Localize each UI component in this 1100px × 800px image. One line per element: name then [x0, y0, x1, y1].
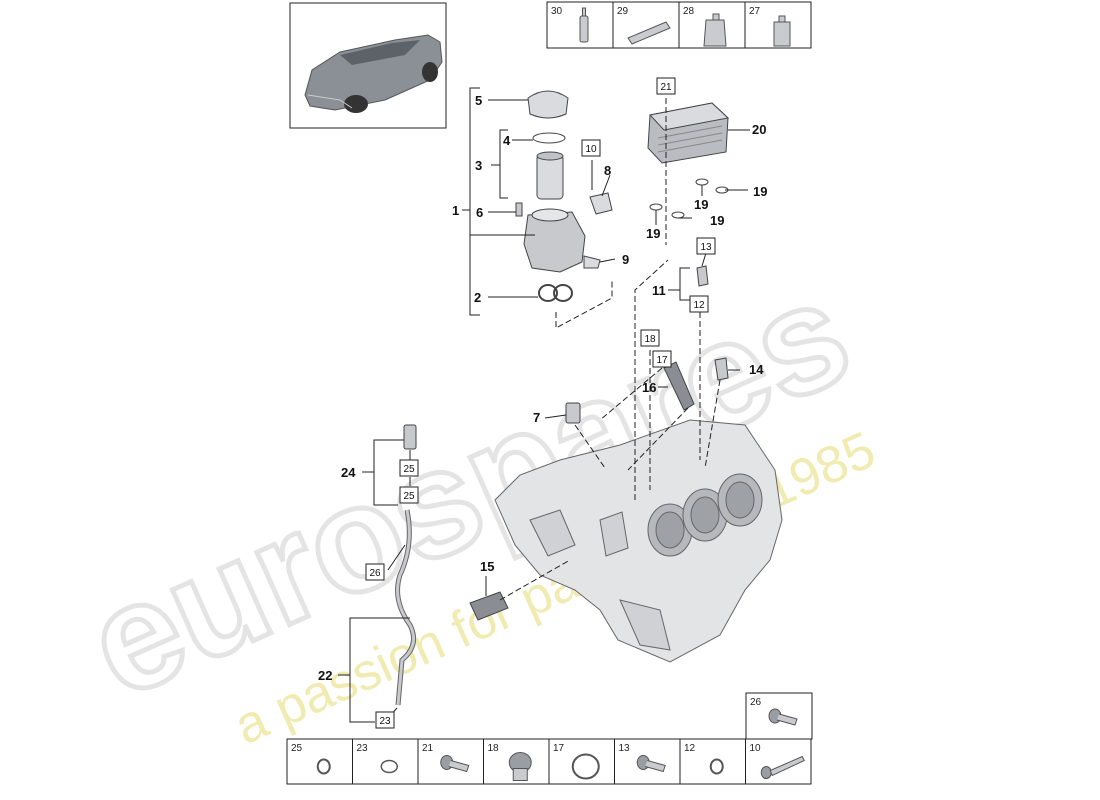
- callout-label: 16: [642, 380, 656, 395]
- top-strip-cell-28: 28: [678, 1, 746, 49]
- bolt-icon: [636, 755, 666, 773]
- callout-label: 19: [753, 184, 767, 199]
- boxed-callout: 25: [399, 486, 419, 504]
- boxed-callout: 21: [656, 77, 676, 95]
- bottom-strip-cell-13: 13: [614, 738, 681, 785]
- callout-label: 24: [341, 465, 356, 480]
- bottom-strip-cell-21: 21: [417, 738, 484, 785]
- callout-label: 20: [752, 122, 766, 137]
- top-strip-cell-29: 29: [612, 1, 680, 49]
- grease-gun-icon: [579, 7, 589, 43]
- callout-label: 15: [480, 559, 494, 574]
- boxed-callout-text: 21: [660, 82, 672, 93]
- callout-label: 22: [318, 668, 332, 683]
- boxed-callout-text: 12: [693, 300, 705, 311]
- callout-label: 14: [749, 362, 764, 377]
- callout-label: 7: [533, 410, 540, 425]
- bottom-strip-cell-17: 17: [548, 738, 615, 785]
- top-strip-number: 30: [551, 6, 563, 17]
- boxed-callout: 10: [581, 139, 601, 157]
- bottom-parts-strip: 25 23 21 18 17 13 12 10: [286, 738, 812, 785]
- callout-label: 6: [476, 205, 483, 220]
- plug-icon: [508, 752, 532, 781]
- boxed-callout-text: 26: [369, 568, 381, 579]
- vehicle-thumbnail: [289, 2, 447, 129]
- oil-can-icon: [703, 13, 727, 47]
- boxed-callout: 18: [640, 329, 660, 347]
- bottom-strip-number: 18: [488, 743, 500, 754]
- boxed-callout-text: 25: [403, 491, 415, 502]
- boxed-callout-text: 10: [585, 144, 597, 155]
- callout-label: 9: [622, 252, 629, 267]
- callout-label: 19: [646, 226, 660, 241]
- engine-block: [494, 419, 783, 663]
- bolt-icon: [440, 755, 470, 773]
- top-strip-cell-27: 27: [744, 1, 812, 49]
- callout-label: 19: [710, 213, 724, 228]
- boxed-callout: 13: [696, 237, 716, 255]
- bottom-strip-number: 23: [357, 743, 369, 754]
- small-parts: [395, 265, 729, 706]
- boxed-callout: 12: [689, 295, 709, 313]
- top-strip-number: 27: [749, 6, 761, 17]
- bottom-strip-cell-12: 12: [679, 738, 746, 785]
- boxed-callout-text: 17: [656, 355, 668, 366]
- tube-icon: [627, 21, 671, 45]
- bottom-strip-number: 10: [750, 743, 762, 754]
- boxed-callout-text: 18: [644, 334, 656, 345]
- oil-filter-assembly: [515, 90, 613, 302]
- bottom-strip-number: 12: [684, 743, 696, 754]
- callout-label: 8: [604, 163, 611, 178]
- long-bolt-icon: [760, 755, 805, 779]
- top-parts-strip: 30 29 28 27: [546, 1, 812, 49]
- top-strip-cell-30: 30: [546, 1, 614, 49]
- bottle-icon: [773, 15, 791, 47]
- boxed-callout: 23: [375, 711, 395, 729]
- boxed-callout-text: 23: [379, 716, 391, 727]
- oil-cooler: [647, 102, 730, 219]
- o-ring-large-icon: [571, 753, 600, 780]
- top-strip-number: 28: [683, 6, 695, 17]
- boxed-callout: 26: [365, 563, 385, 581]
- bolt-icon: [768, 708, 798, 726]
- callout-label: 1: [452, 203, 459, 218]
- boxed-callout-text: 13: [700, 242, 712, 253]
- seal-ring-icon: [316, 758, 331, 775]
- boxed-callout-text: 25: [403, 464, 415, 475]
- leader-lines: [338, 87, 750, 723]
- callout-label: 11: [652, 283, 666, 298]
- bottom-strip-number: 17: [553, 743, 565, 754]
- o-ring-icon: [380, 759, 398, 774]
- bottom-strip-number: 25: [291, 743, 303, 754]
- bottom-strip-number: 21: [422, 743, 434, 754]
- callout-label: 19: [694, 197, 708, 212]
- boxed-callout: 25: [399, 459, 419, 477]
- top-strip-number: 29: [617, 6, 629, 17]
- bottom-strip-cell-18: 18: [483, 738, 550, 785]
- boxed-callout: 17: [652, 350, 672, 368]
- callout-label: 3: [475, 158, 482, 173]
- seal-ring-icon: [709, 758, 724, 775]
- bottom-strip-cell-25: 25: [286, 738, 353, 785]
- bottom-strip-number: 13: [619, 743, 631, 754]
- side-part-box: 26: [745, 692, 813, 740]
- bottom-strip-cell-23: 23: [352, 738, 419, 785]
- side-strip-number: 26: [750, 697, 762, 708]
- callout-label: 4: [503, 133, 511, 148]
- callout-label: 2: [474, 290, 481, 305]
- callout-label: 5: [475, 93, 482, 108]
- bottom-strip-cell-10: 10: [745, 738, 812, 785]
